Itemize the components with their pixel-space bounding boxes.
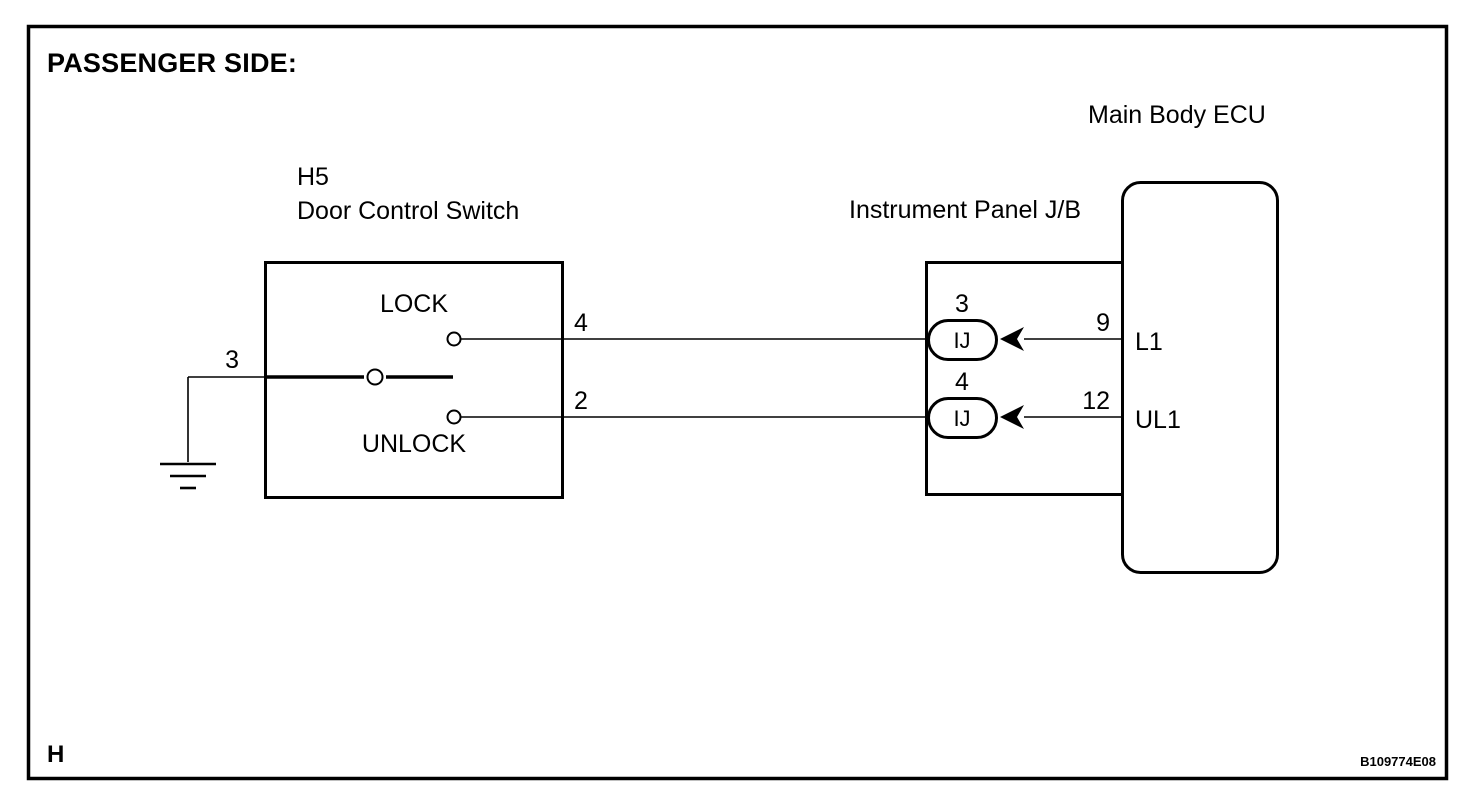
switch-pin-3-label: 3 [225,346,239,374]
ij-connector-4-arrow-icon [1000,405,1024,429]
main-body-ecu-box [1121,181,1279,574]
switch-name-label: Door Control Switch [297,197,519,225]
ij-connector-4-pin: 4 [955,368,969,396]
ecu-signal-l1-label: L1 [1135,328,1163,356]
ij-connector-4-pill [927,397,998,439]
unlock-position-label: UNLOCK [362,430,467,458]
figure-code-label: B109774E08 [1360,754,1436,769]
diagram-frame [26,24,1449,781]
door-control-switch-box [264,261,564,499]
ecu-title-label: Main Body ECU [1088,101,1266,129]
ij-connector-3-pin: 3 [955,290,969,318]
ij-connector-3-arrow-icon [1000,327,1024,351]
switch-connector-id: H5 [297,163,329,191]
switch-pin-4-label: 4 [574,309,588,337]
ecu-signal-ul1-label: UL1 [1135,406,1181,434]
ecu-pin-9-label: 9 [1096,309,1110,337]
ecu-pin-12-label: 12 [1082,387,1110,415]
lock-position-label: LOCK [380,290,448,318]
unlock-contact-node [446,409,462,425]
corner-marker-h: H [47,741,64,768]
ij-connector-3-label: IJ [953,328,970,353]
switch-pin-2-label: 2 [574,387,588,415]
junction-block-label: Instrument Panel J/B [849,196,1081,224]
ij-connector-3: IJ 3 [927,290,1024,361]
switch-pivot-node [366,368,384,386]
page-title: PASSENGER SIDE: [47,48,297,78]
lock-contact-node [446,331,462,347]
ij-connector-4-label: IJ [953,406,970,431]
chassis-ground-icon [160,462,216,490]
ij-connector-4: IJ 4 [927,368,1024,439]
ij-connector-3-pill [927,319,998,361]
